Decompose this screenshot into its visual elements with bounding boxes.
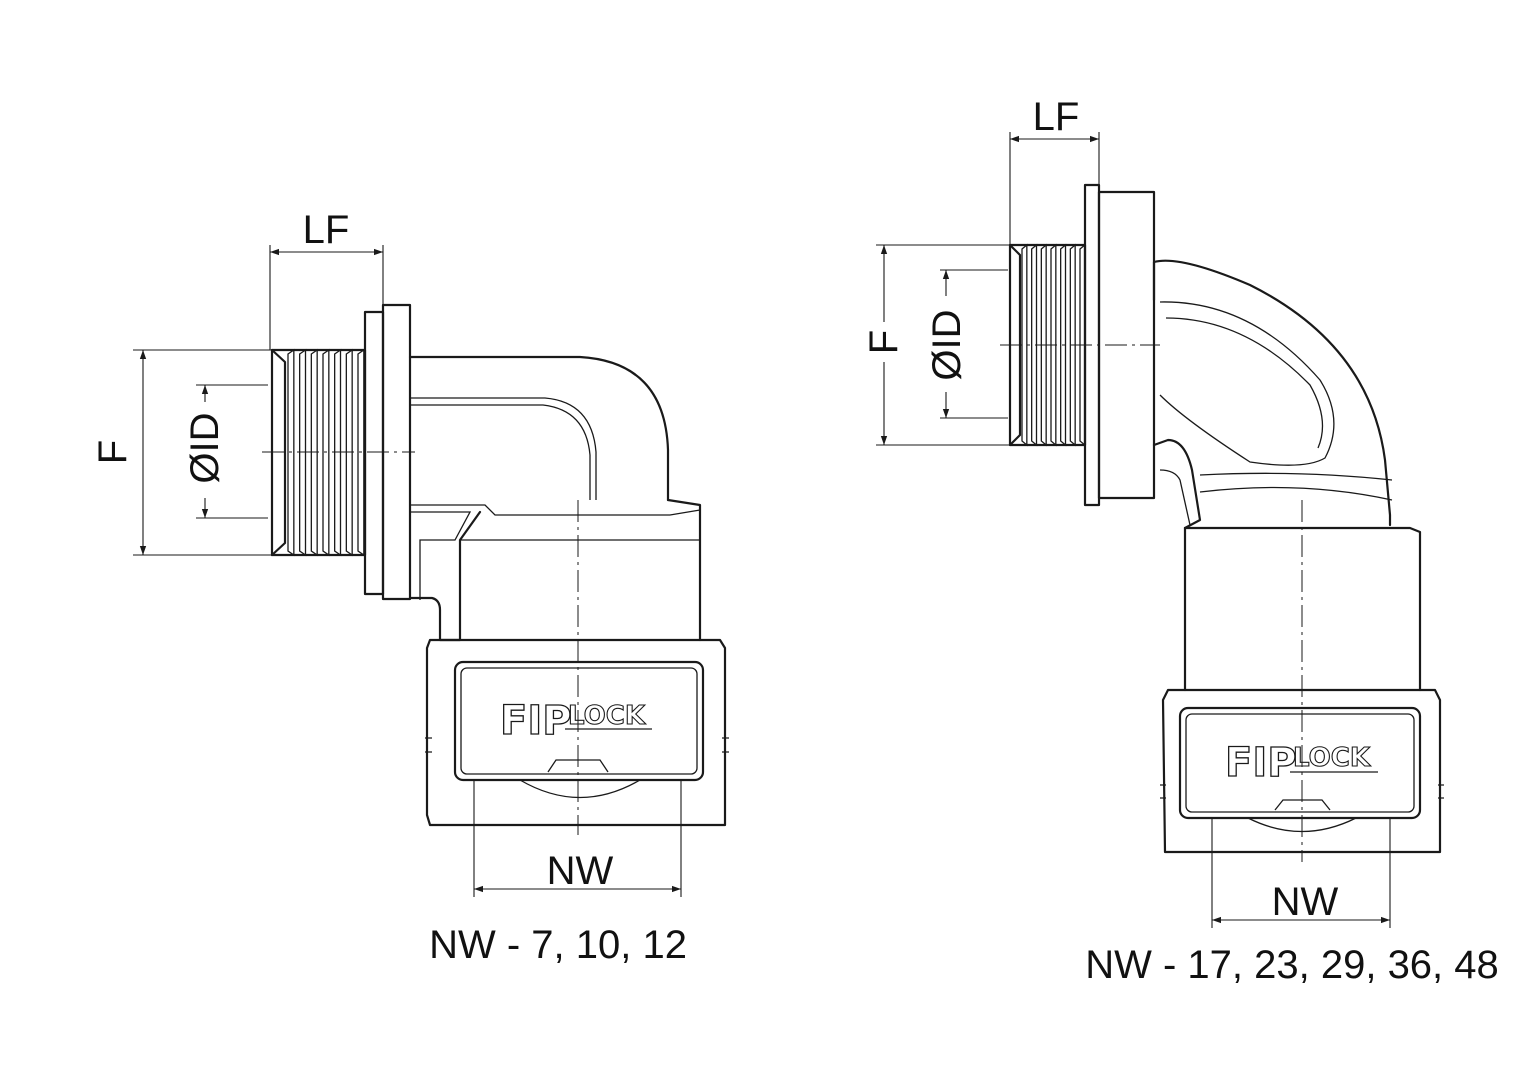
right-f-label: F: [862, 330, 906, 354]
right-nw-dimension: NW: [1211, 818, 1391, 928]
left-f-label: F: [91, 440, 135, 464]
left-logo-lock: LOCK: [568, 701, 646, 731]
left-nw-dimension: NW: [473, 780, 682, 897]
right-caption: NW - 17, 23, 29, 36, 48: [1085, 943, 1499, 987]
left-logo-fip: FIP: [500, 698, 572, 744]
left-thread-ridge: [345, 348, 353, 557]
left-thread-ridge: [322, 348, 330, 557]
right-thread-ridge: [1069, 243, 1076, 447]
right-thread-ridge: [1050, 243, 1057, 447]
left-lf-label: LF: [303, 208, 350, 252]
right-fitting: FIP LOCK LF F ØID: [862, 95, 1499, 987]
right-coupling-nut: FIP LOCK: [1160, 688, 1444, 854]
left-thread-ridge: [334, 348, 342, 557]
right-lf-dimension: LF: [1009, 95, 1100, 245]
left-thread-ridge: [299, 348, 307, 557]
left-thread-ridge: [310, 348, 318, 557]
right-f-dimension: F: [862, 244, 1010, 446]
left-fitting: FIP LOCK LF F ØID: [91, 208, 729, 967]
right-lf-label: LF: [1033, 95, 1080, 139]
left-caption: NW - 7, 10, 12: [429, 923, 687, 967]
left-nw-label: NW: [547, 849, 614, 893]
right-thread-ridge: [1031, 243, 1038, 447]
right-id-label: ØID: [925, 309, 969, 380]
left-id-dimension: ØID: [183, 384, 268, 519]
left-thread-ridge: [357, 348, 365, 557]
left-lf-dimension: LF: [269, 208, 384, 350]
right-thread-ridge: [1021, 243, 1028, 447]
left-f-dimension: F: [91, 349, 272, 556]
right-logo-lock: LOCK: [1293, 743, 1371, 773]
left-elbow-body: [408, 355, 702, 642]
right-thread-ridge: [1040, 243, 1047, 447]
right-id-dimension: ØID: [925, 269, 1008, 419]
left-thread-ridge: [287, 348, 295, 557]
left-coupling-nut: FIP LOCK: [425, 638, 729, 827]
right-logo-fip: FIP: [1225, 740, 1297, 786]
left-id-label: ØID: [183, 412, 227, 483]
right-nw-label: NW: [1272, 880, 1339, 924]
right-elbow-body: [1152, 259, 1422, 692]
right-thread-ridge: [1060, 243, 1067, 447]
